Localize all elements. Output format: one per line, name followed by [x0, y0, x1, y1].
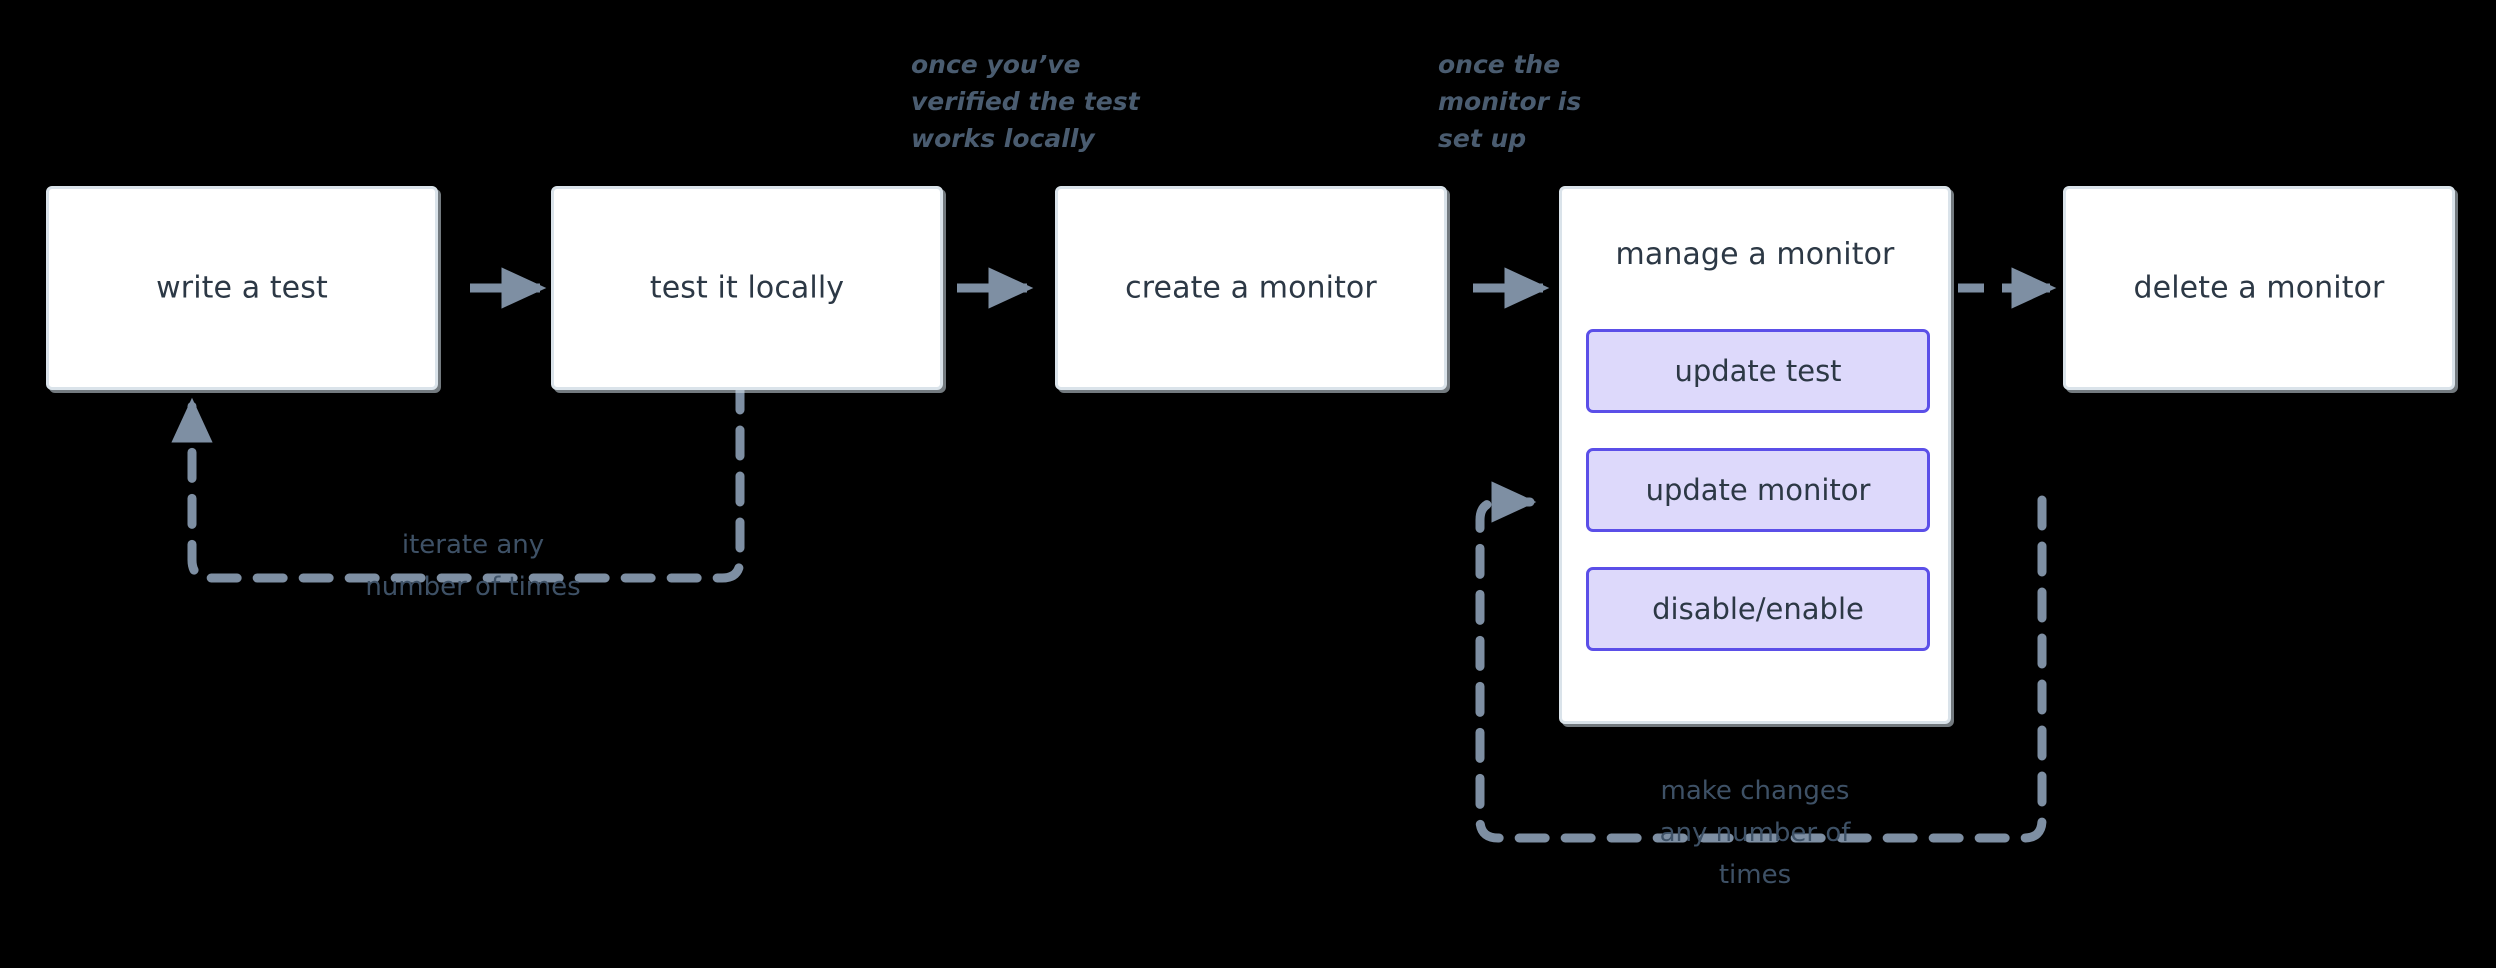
- node-create-a-monitor-label: create a monitor: [1125, 270, 1377, 306]
- node-delete-a-monitor[interactable]: delete a monitor: [2063, 186, 2455, 390]
- chip-update-test[interactable]: update test: [1586, 329, 1930, 413]
- node-manage-a-monitor-label: manage a monitor: [1615, 237, 1895, 272]
- node-write-a-test-label: write a test: [156, 270, 328, 306]
- chip-disable-enable-label: disable/enable: [1652, 592, 1864, 626]
- chip-update-test-label: update test: [1674, 354, 1842, 388]
- node-delete-a-monitor-label: delete a monitor: [2133, 270, 2385, 306]
- annotation-once-set-up: once the monitor is set up: [1438, 50, 1582, 153]
- node-test-it-locally-label: test it locally: [649, 270, 845, 306]
- chip-disable-enable[interactable]: disable/enable: [1586, 567, 1930, 651]
- node-test-it-locally[interactable]: test it locally: [551, 186, 943, 390]
- annotation-once-verified: once you’ve verified the test works loca…: [911, 50, 1140, 153]
- annotation-make-changes-loop: make changes any number of times: [1659, 776, 1851, 890]
- chip-update-monitor-label: update monitor: [1645, 473, 1871, 507]
- node-manage-a-monitor[interactable]: manage a monitor update test update moni…: [1559, 186, 1951, 724]
- node-write-a-test[interactable]: write a test: [46, 186, 438, 390]
- annotation-iterate-loop: iterate any number of times: [365, 530, 581, 602]
- chip-update-monitor[interactable]: update monitor: [1586, 448, 1930, 532]
- node-create-a-monitor[interactable]: create a monitor: [1055, 186, 1447, 390]
